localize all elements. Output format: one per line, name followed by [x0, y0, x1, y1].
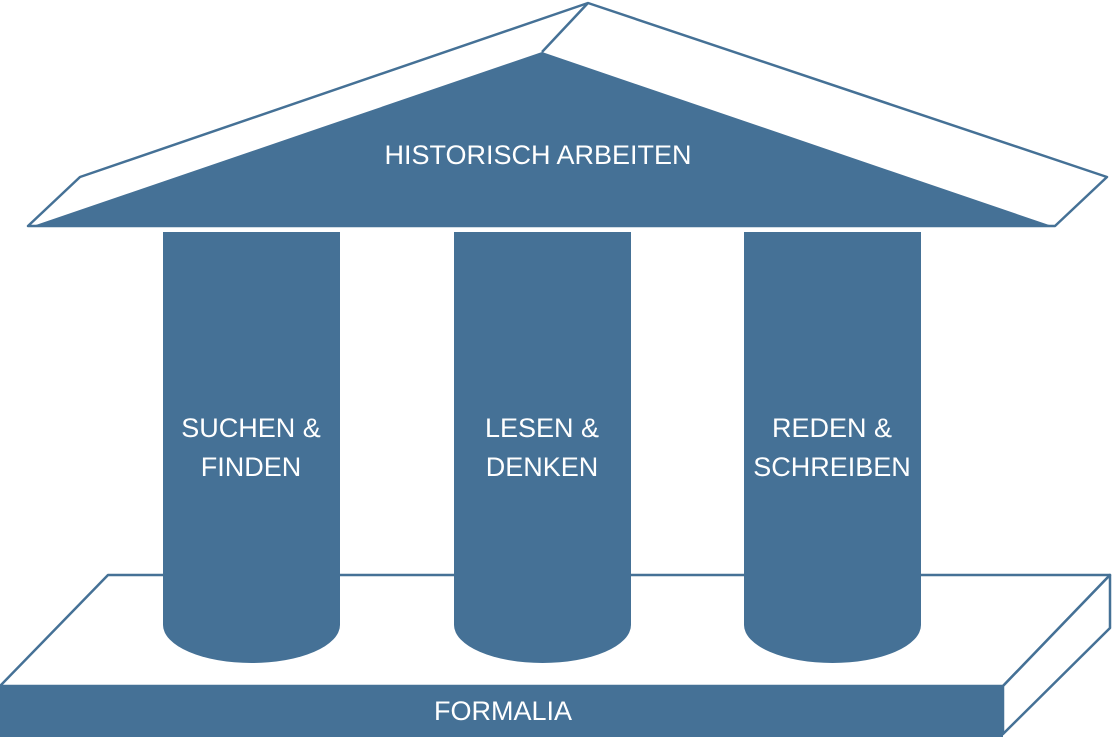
pillar-1: SUCHEN & FINDEN: [163, 232, 340, 663]
pillar-2-label-line1: LESEN &: [485, 413, 599, 443]
pillar-3-label-line1: REDEN &: [772, 413, 892, 443]
pillar-3: REDEN & SCHREIBEN: [744, 232, 921, 663]
pillar-1-shape: [163, 232, 340, 663]
roof-label: HISTORISCH ARBEITEN: [384, 140, 691, 170]
pillar-3-shape: [744, 232, 921, 663]
roof: HISTORISCH ARBEITEN: [26, 1, 1109, 228]
base-slab-front-face: [0, 686, 1003, 737]
pillar-2-label-line2: DENKEN: [486, 452, 599, 482]
roof-ridge-line: [541, 2, 589, 53]
pillar-1-label-line2: FINDEN: [201, 452, 302, 482]
pillar-2: LESEN & DENKEN: [454, 232, 631, 663]
pillar-3-label-line2: SCHREIBEN: [753, 452, 911, 482]
pillar-2-shape: [454, 232, 631, 663]
roof-pediment: [30, 52, 1055, 227]
base-label: FORMALIA: [434, 696, 572, 726]
pillar-1-label-line1: SUCHEN &: [181, 413, 321, 443]
